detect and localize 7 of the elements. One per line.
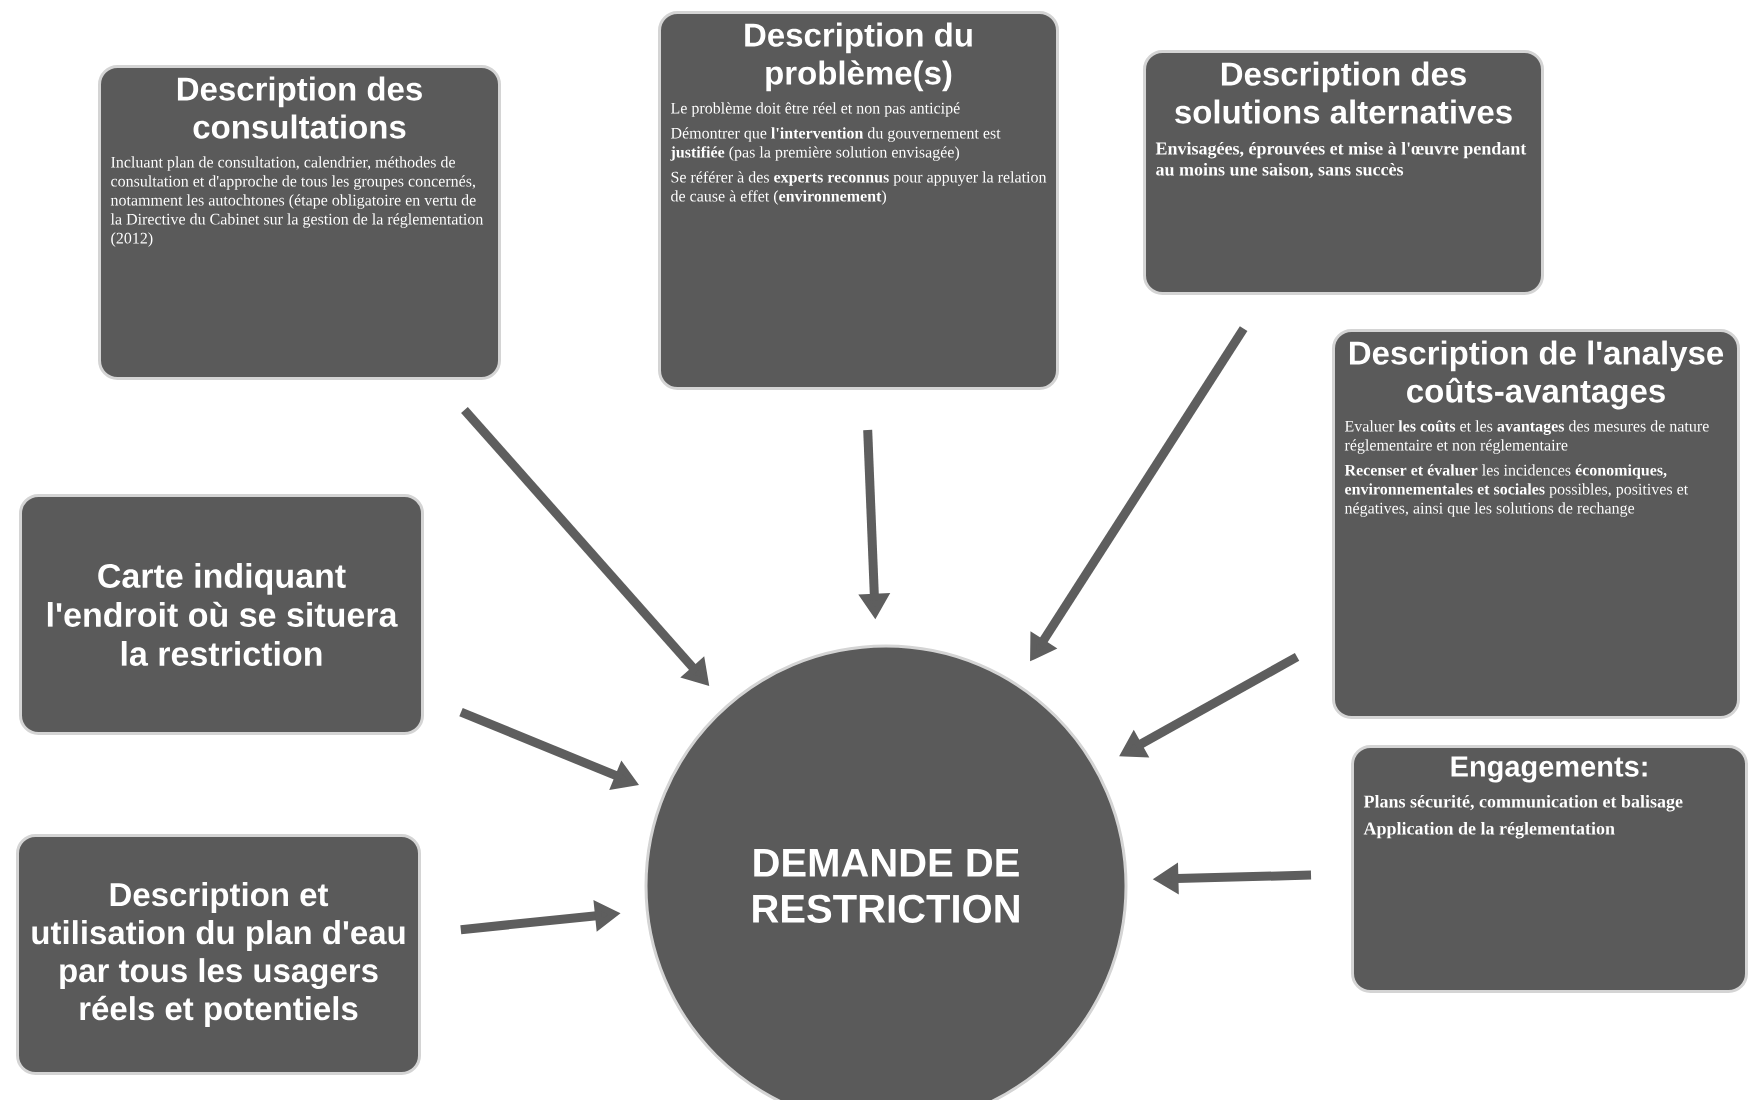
- process-box: Description et utilisation du plan d'eau par tous les usagers réels et potentiels: [16, 834, 421, 1075]
- process-box: Description des solutions alternatives Envisagées, éprouvées et mise à l'œuvre pendant au moins une saison, sans succès: [1143, 50, 1544, 295]
- process-box: Description des consultations Incluant plan de consultation, calendrier, méthodes de consultation et d'approche de tous les groupes concernés, notamment les autochtones (étape obligatoire en vertu de la Directive du Cabinet sur la gestion de la réglementation (2012): [98, 65, 501, 380]
- process-box: Description de l'analyse coûts-avantages Evaluer les coûts et les avantages des mesures de nature réglementaire et non réglementaire Recenser et évaluer les incidences économiques, environnementales et sociales possibles, positives et négatives, ainsi que les solutions de rechange: [1332, 329, 1740, 719]
- process-box: Description du problème(s) Le problème doit être réel et non pas anticipé Démontrer que l'intervention du gouvernement est justifiée (pas la première solution envisagée) Se référer à des experts reconnus pour appuyer la relation de cause à effet (environnement): [658, 11, 1059, 390]
- process-box: Engagements: Plans sécurité, communication et balisage Application de la réglementation: [1351, 745, 1748, 993]
- process-box: Carte indiquant l'endroit où se situera la restriction: [19, 494, 424, 735]
